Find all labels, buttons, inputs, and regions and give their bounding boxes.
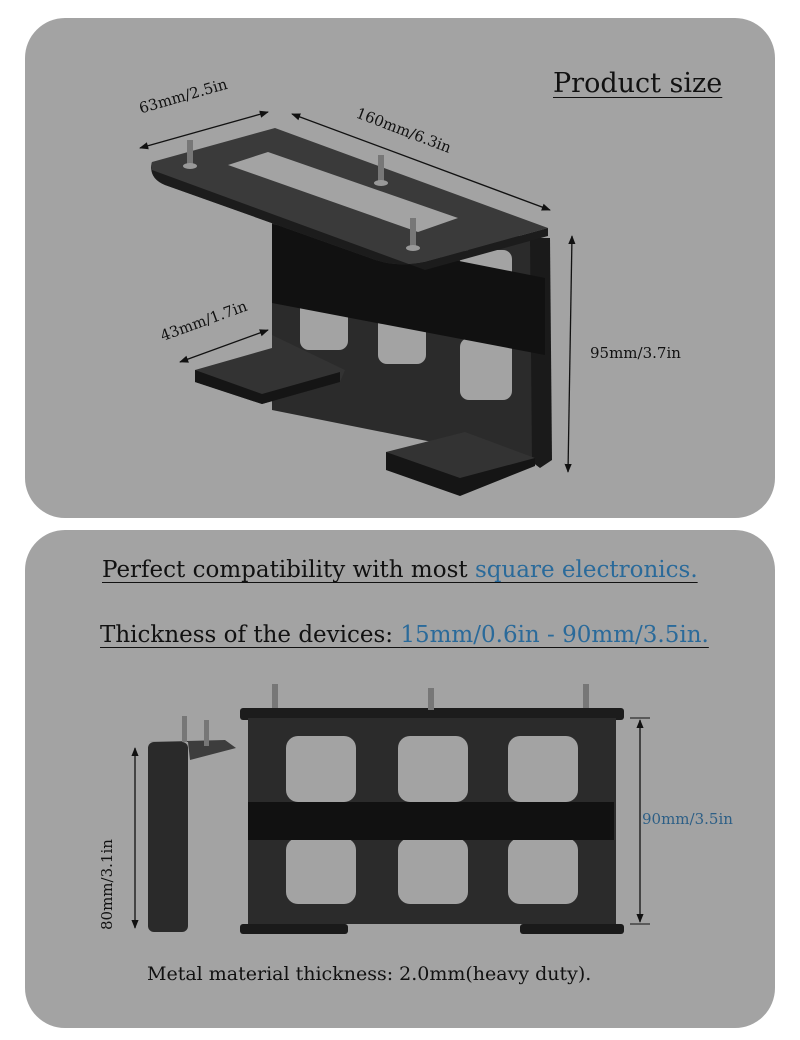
thickness-line: Thickness of the devices: 15mm/0.6in - 9… (100, 622, 709, 648)
compatibility-accent: square electronics. (474, 557, 698, 583)
compatibility-line: Perfect compatibility with most square e… (102, 557, 698, 583)
front-view-holder (240, 684, 650, 934)
material-thickness-note: Metal material thickness: 2.0mm(heavy du… (147, 963, 592, 985)
side-height-label: 80mm/3.1in (98, 839, 116, 930)
thickness-accent: 15mm/0.6in - 90mm/3.5in. (400, 622, 709, 648)
front-height-label: 90mm/3.5in (642, 810, 733, 828)
isometric-holder (139, 110, 576, 496)
height-dimension-label: 95mm/3.7in (590, 344, 681, 362)
thickness-text: Thickness of the devices: (100, 622, 401, 648)
side-view-bracket (131, 716, 236, 932)
product-size-title: Product size (553, 68, 723, 99)
screw-icon (272, 684, 589, 710)
compatibility-text: Perfect compatibility with most (102, 557, 475, 583)
